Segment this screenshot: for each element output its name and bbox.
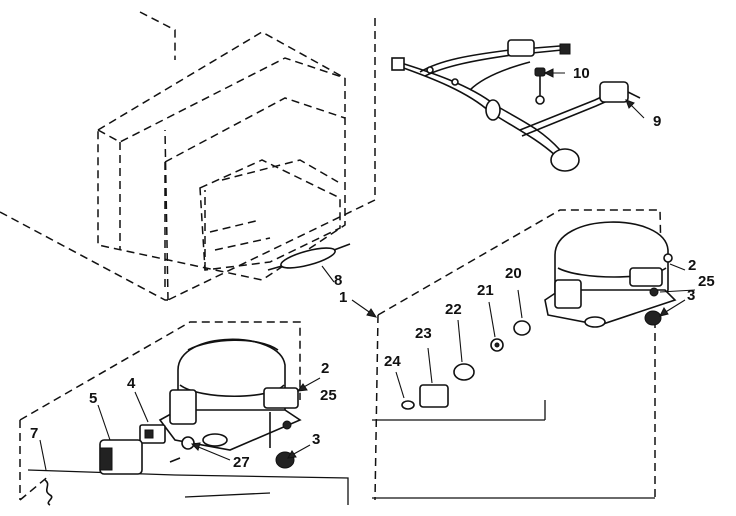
- callout-8: 8: [334, 272, 342, 289]
- callout-23: 23: [415, 325, 432, 342]
- wiring-harness: [391, 39, 641, 172]
- callout-5: 5: [89, 390, 97, 407]
- callout-3-right: 3: [687, 287, 695, 304]
- left-compressor-group: [19, 321, 349, 506]
- callout-4: 4: [127, 375, 136, 392]
- callout-labels: 1 2 2 3 3 4 5 7 8 9 10 20 21 22 23 24 25…: [30, 65, 715, 471]
- callout-10: 10: [573, 65, 590, 82]
- drier-part-8: [267, 243, 351, 271]
- callout-27: 27: [233, 454, 250, 471]
- leader-lines: [39, 68, 696, 471]
- callout-3-left: 3: [312, 431, 320, 448]
- callout-9: 9: [653, 113, 661, 130]
- callout-21: 21: [477, 282, 494, 299]
- callout-7: 7: [30, 425, 38, 442]
- refrigerator-cabinet-outline: [0, 11, 376, 301]
- callout-25-right: 25: [698, 273, 715, 290]
- right-compressor-group: [372, 209, 677, 501]
- callout-22: 22: [445, 301, 462, 318]
- callout-24: 24: [384, 353, 401, 370]
- callout-1: 1: [339, 289, 347, 306]
- screw-part-10: [534, 67, 546, 105]
- callout-2-left: 2: [321, 360, 329, 377]
- callout-2-right: 2: [688, 257, 696, 274]
- callout-20: 20: [505, 265, 522, 282]
- callout-25-left: 25: [320, 387, 337, 404]
